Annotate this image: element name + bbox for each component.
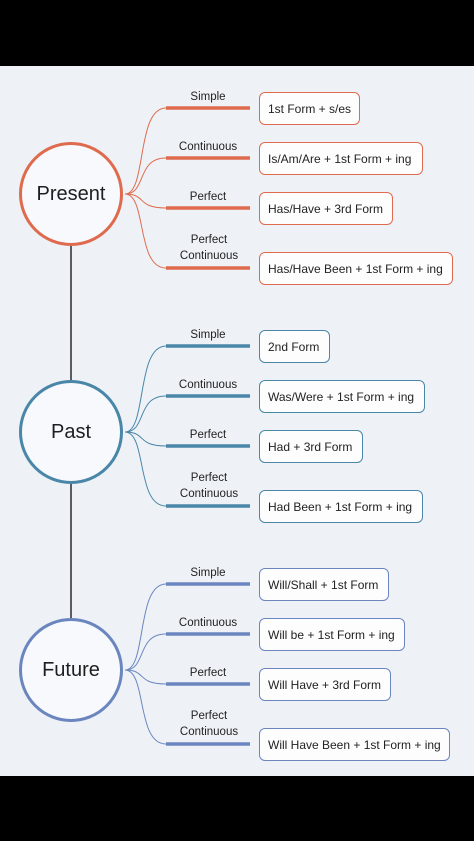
tense-node-past: Past — [19, 380, 123, 484]
formula-box-past-simple: 2nd Form — [259, 330, 330, 363]
branch-label-present-perfect: Perfect — [189, 191, 227, 203]
formula-box-past-perfect: Had + 3rd Form — [259, 430, 363, 463]
formula-box-present-simple: 1st Form + s/es — [259, 92, 360, 125]
branch-label-present-simple: Simple — [190, 91, 226, 103]
formula-box-past-continuous: Was/Were + 1st Form + ing — [259, 380, 425, 413]
formula-box-future-perfect-continuous: Will Have Been + 1st Form + ing — [259, 728, 450, 761]
formula-box-past-perfect-continuous: Had Been + 1st Form + ing — [259, 490, 423, 523]
branch-label-future-continuous: Continuous — [178, 617, 238, 629]
formula-box-present-continuous: Is/Am/Are + 1st Form + ing — [259, 142, 423, 175]
branch-label-past-perfect: Perfect — [189, 429, 227, 441]
formula-box-present-perfect-continuous: Has/Have Been + 1st Form + ing — [259, 252, 453, 285]
formula-box-future-simple: Will/Shall + 1st Form — [259, 568, 389, 601]
branch-label-past-continuous: Continuous — [178, 379, 238, 391]
branch-label-future-simple: Simple — [190, 567, 226, 579]
formula-box-present-perfect: Has/Have + 3rd Form — [259, 192, 393, 225]
tense-node-future: Future — [19, 618, 123, 722]
branch-label-present-perfect-continuous: Perfect Continuous — [179, 234, 239, 262]
branch-label-future-perfect: Perfect — [189, 667, 227, 679]
branch-label-past-simple: Simple — [190, 329, 226, 341]
tense-node-present: Present — [19, 142, 123, 246]
formula-box-future-continuous: Will be + 1st Form + ing — [259, 618, 405, 651]
formula-box-future-perfect: Will Have + 3rd Form — [259, 668, 391, 701]
branch-label-present-continuous: Continuous — [178, 141, 238, 153]
branch-label-past-perfect-continuous: Perfect Continuous — [179, 472, 239, 500]
branch-label-future-perfect-continuous: Perfect Continuous — [179, 710, 239, 738]
